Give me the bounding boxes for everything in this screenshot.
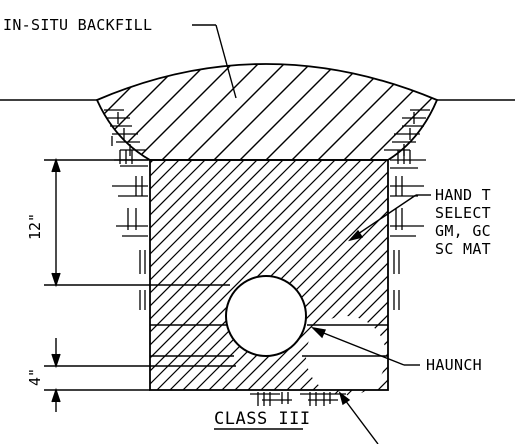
dimension-4in-label: 4" — [26, 368, 44, 386]
haunch-leader — [310, 326, 420, 366]
in-situ-backfill-label: IN-SITU BACKFILL — [3, 16, 152, 34]
dimension-12in-label: 12" — [26, 213, 44, 240]
haunch-lines — [150, 324, 388, 357]
svg-text:SELECT: SELECT — [435, 204, 491, 222]
hand-tamped-label: HAND T SELECT GM, GC SC MAT — [435, 186, 491, 258]
in-situ-backfill-leader — [192, 24, 237, 99]
svg-text:HAND T: HAND T — [435, 186, 491, 204]
svg-text:GM, GC: GM, GC — [435, 222, 491, 240]
in-situ-backfill-zone — [95, 63, 439, 161]
class-title: CLASS III — [214, 409, 311, 429]
hand-tamped-leader — [347, 194, 431, 242]
bedding-leader — [338, 391, 379, 444]
soil-symbols — [104, 109, 430, 406]
haunch-label: HAUNCH — [426, 356, 482, 374]
svg-text:SC MAT: SC MAT — [435, 240, 491, 258]
dimension-12in — [44, 157, 230, 288]
dimension-4in — [44, 338, 236, 412]
pipe — [225, 275, 307, 357]
